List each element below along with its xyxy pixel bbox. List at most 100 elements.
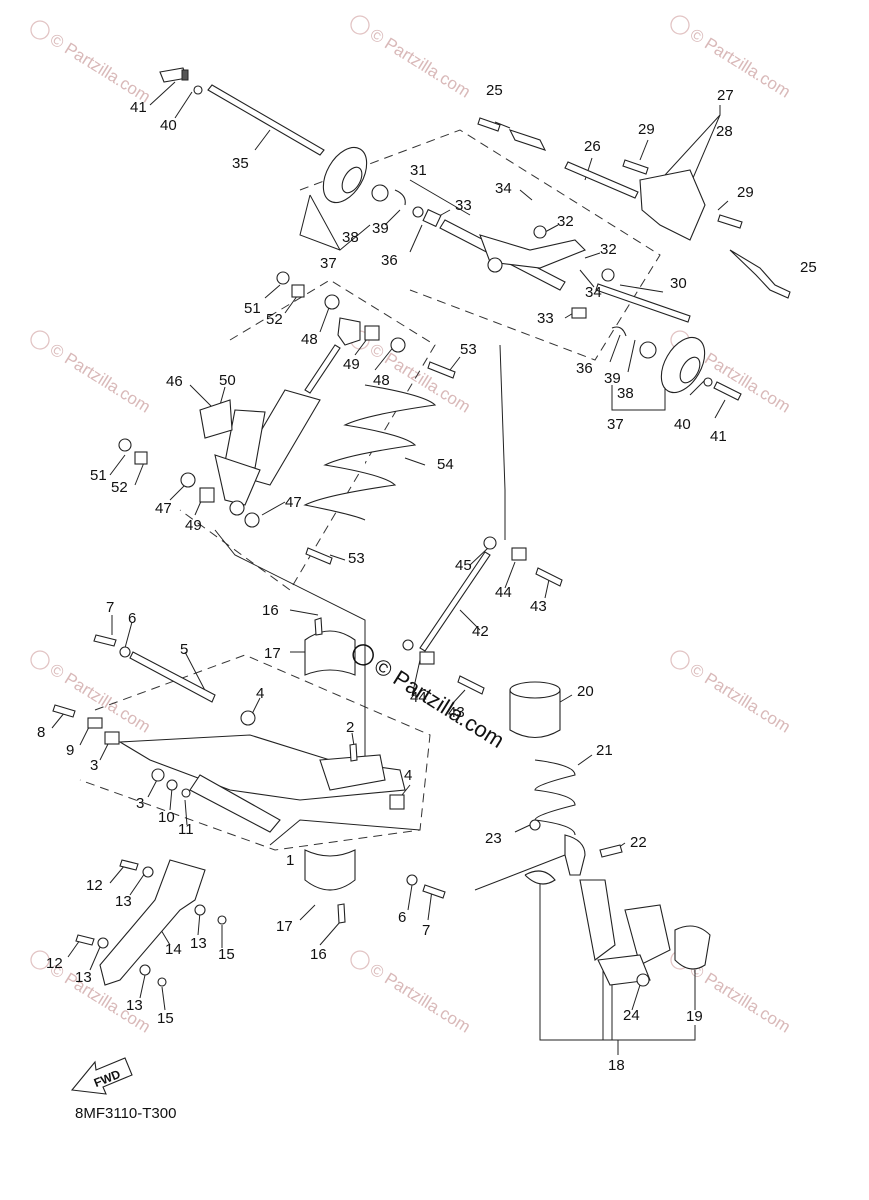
link-rods [402,536,563,695]
callout-14: 14 [165,941,182,958]
callout-15: 15 [218,946,235,963]
svg-text:© Partzilla.com: © Partzilla.com [367,25,474,102]
callout-27: 27 [717,87,734,104]
callout-18: 18 [608,1057,625,1074]
lower-shock-absorber [509,681,711,987]
svg-text:© Partzilla.com: © Partzilla.com [47,340,154,417]
callout-36: 36 [576,360,593,377]
callout-47: 47 [285,494,302,511]
upper-axle-assembly [159,67,791,401]
callout-38: 38 [617,385,634,402]
lower-linkage-arm [75,859,227,987]
svg-text:© Partzilla.com: © Partzilla.com [687,25,794,102]
callout-4: 4 [256,685,264,702]
callout-8: 8 [37,724,45,741]
callout-13: 13 [115,893,132,910]
callout-17: 17 [276,918,293,935]
callout-7: 7 [422,922,430,939]
callout-41: 41 [710,428,727,445]
callout-12: 12 [46,955,63,972]
callout-23: 23 [485,830,502,847]
callout-43: 43 [448,704,465,721]
callout-32: 32 [557,213,574,230]
callout-44: 44 [495,584,512,601]
callout-34: 34 [585,284,602,301]
watermark: © Partzilla.com [350,950,474,1037]
callout-52: 52 [111,479,128,496]
callout-38: 38 [342,229,359,246]
callout-52: 52 [266,311,283,328]
callout-40: 40 [160,117,177,134]
svg-text:© Partzilla.com: © Partzilla.com [687,660,794,737]
callout-49: 49 [185,517,202,534]
callout-15: 15 [157,1010,174,1027]
callout-26: 26 [584,138,601,155]
callout-33: 33 [537,310,554,327]
callout-25: 25 [800,259,817,276]
watermark: © Partzilla.com [30,20,154,107]
callout-33: 33 [455,197,472,214]
svg-text:© Partzilla.com: © Partzilla.com [47,30,154,107]
callout-25: 25 [486,82,503,99]
callout-10: 10 [158,809,175,826]
watermark: © Partzilla.com [350,15,474,102]
callout-37: 37 [320,255,337,272]
callout-17: 17 [264,645,281,662]
callout-54: 54 [437,456,454,473]
callout-43: 43 [530,598,547,615]
leader-lines [51,81,729,1055]
callout-49: 49 [343,356,360,373]
callout-51: 51 [90,467,107,484]
lower-swing-arm-assembly [52,617,446,924]
callout-41: 41 [130,99,147,116]
callout-39: 39 [604,370,621,387]
callout-35: 35 [232,155,249,172]
callout-29: 29 [737,184,754,201]
callout-31: 31 [410,162,427,179]
callout-40: 40 [674,416,691,433]
callout-16: 16 [262,602,279,619]
callout-3: 3 [136,795,144,812]
callout-6: 6 [398,909,406,926]
callout-4: 4 [404,767,412,784]
callout-48: 48 [301,331,318,348]
diagram-code: 8MF3110-T300 [75,1105,176,1122]
callout-44: 44 [410,689,427,706]
callout-12: 12 [86,877,103,894]
callout-2: 2 [346,719,354,736]
callout-13: 13 [126,997,143,1014]
callout-53: 53 [460,341,477,358]
callout-22: 22 [630,834,647,851]
callout-16: 16 [310,946,327,963]
callout-labels: 41 40 35 25 27 28 29 26 31 34 33 32 29 3… [37,82,817,1074]
callout-5: 5 [180,641,188,658]
callout-50: 50 [219,372,236,389]
callout-53: 53 [348,550,365,567]
callout-6: 6 [128,610,136,627]
callout-45: 45 [455,557,472,574]
callout-36: 36 [381,252,398,269]
callout-47: 47 [155,500,172,517]
callout-7: 7 [106,599,114,616]
svg-text:© Partzilla.com: © Partzilla.com [367,960,474,1037]
watermark: © Partzilla.com [30,330,154,417]
callout-46: 46 [166,373,183,390]
callout-13: 13 [190,935,207,952]
callout-11: 11 [178,821,194,838]
callout-1: 1 [286,852,294,869]
callout-37: 37 [607,416,624,433]
callout-48: 48 [373,372,390,389]
callout-19: 19 [686,1008,703,1025]
callout-20: 20 [577,683,594,700]
callout-32: 32 [600,241,617,258]
callout-34: 34 [495,180,512,197]
svg-text:© Partzilla.com: © Partzilla.com [370,653,509,753]
callout-21: 21 [596,742,613,759]
callout-29: 29 [638,121,655,138]
callout-13: 13 [75,969,92,986]
callout-51: 51 [244,300,261,317]
callout-42: 42 [472,623,489,640]
callout-30: 30 [670,275,687,292]
svg-text:© Partzilla.com: © Partzilla.com [687,960,794,1037]
callout-24: 24 [623,1007,640,1024]
